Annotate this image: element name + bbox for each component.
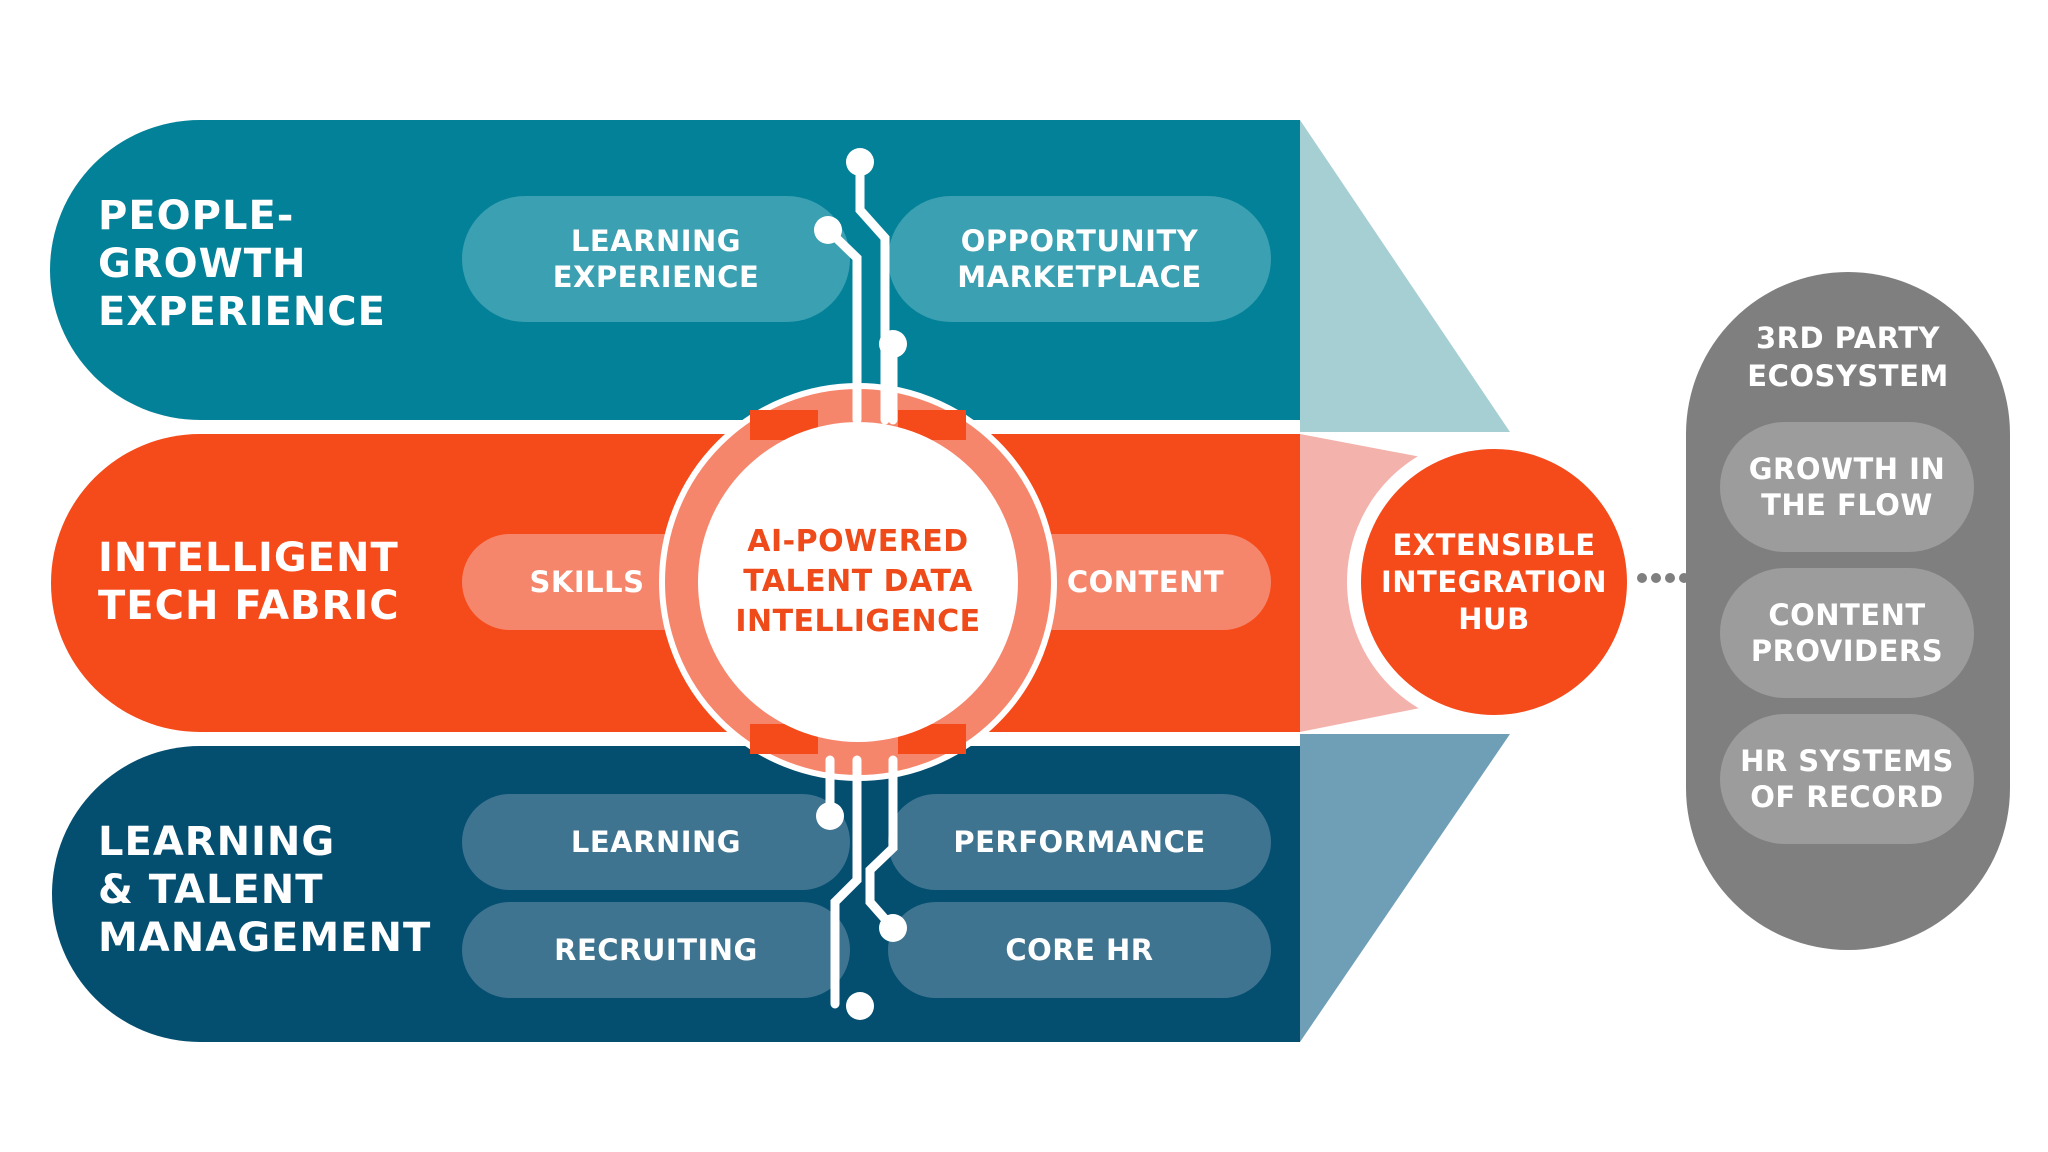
pill-line: THE FLOW (1761, 488, 1933, 522)
pill-line: LEARNING (570, 224, 742, 258)
band-title-learning-talent-management: LEARNING & TALENT MANAGEMENT (98, 818, 431, 962)
hub-extensible-integration: EXTENSIBLE INTEGRATION HUB (1364, 482, 1624, 682)
pill-learning: LEARNING (462, 794, 850, 890)
pill-line: HR SYSTEMS (1740, 744, 1954, 778)
pill-performance-shape (888, 794, 1271, 890)
pill-line: OPPORTUNITY (960, 224, 1199, 258)
title-line: EXPERIENCE (98, 289, 386, 335)
center-line: AI-POWERED (747, 524, 969, 559)
pill-opportunity-marketplace: OPPORTUNITY MARKETPLACE (888, 196, 1271, 322)
eco-pill-hr-shape (1720, 714, 1974, 844)
pill-core-hr-shape (888, 902, 1271, 998)
circuit-traces (823, 157, 898, 1013)
eco-pill-content-shape (1720, 568, 1974, 698)
band-title-people-growth-experience: PEOPLE- GROWTH EXPERIENCE (98, 192, 386, 336)
pill-line: EXPERIENCE (552, 260, 760, 294)
eco-pill-hr-systems-of-record: HR SYSTEMS OF RECORD (1720, 714, 1974, 844)
title-line: MANAGEMENT (98, 915, 432, 961)
pill-content: CONTENT (1020, 534, 1271, 630)
pill-line: MARKETPLACE (957, 260, 1202, 294)
eco-pill-growth-shape (1720, 422, 1974, 552)
eco-title-line: 3RD PARTY (1755, 321, 1941, 355)
title-line: & TALENT (98, 867, 324, 913)
pill-opportunity-marketplace-shape (888, 196, 1271, 322)
title-line: LEARNING (98, 819, 336, 865)
center-line: INTELLIGENCE (735, 604, 981, 639)
pill-line: CONTENT (1066, 565, 1225, 599)
title-line: GROWTH (98, 241, 307, 287)
pill-recruiting-shape (462, 902, 850, 998)
pill-recruiting: RECRUITING (462, 902, 850, 998)
pill-learning-experience: LEARNING EXPERIENCE (462, 196, 850, 322)
pill-line: LEARNING (570, 825, 742, 859)
title-line: PEOPLE- (98, 193, 295, 239)
funnel-top (1300, 120, 1510, 432)
hub-line: EXTENSIBLE (1392, 527, 1596, 562)
pill-line: CORE HR (1005, 933, 1154, 967)
pill-line: OF RECORD (1750, 780, 1944, 814)
center-line: TALENT DATA (743, 564, 973, 599)
circuit-nodes (814, 148, 907, 1020)
hub-circle (1347, 435, 1641, 729)
eco-pill-growth-in-the-flow: GROWTH IN THE FLOW (1720, 422, 1974, 552)
center-ai-talent-intelligence: AI-POWERED TALENT DATA INTELLIGENCE (698, 462, 1018, 702)
pill-line: SKILLS (529, 565, 645, 599)
pill-core-hr: CORE HR (888, 902, 1271, 998)
pill-line: PERFORMANCE (953, 825, 1206, 859)
pill-performance: PERFORMANCE (888, 794, 1271, 890)
hub-line: INTEGRATION (1381, 564, 1607, 599)
dotted-connector (1637, 573, 1689, 583)
pill-learning-experience-shape (462, 196, 850, 322)
pill-line: GROWTH IN (1748, 452, 1946, 486)
title-line: INTELLIGENT (98, 535, 399, 581)
pill-learning-shape (462, 794, 850, 890)
funnel-bottom (1300, 734, 1510, 1042)
ecosystem-title: 3RD PARTY ECOSYSTEM (1686, 312, 2010, 402)
eco-title-line: ECOSYSTEM (1747, 359, 1949, 393)
pill-skills: SKILLS (462, 534, 712, 630)
eco-pill-content-providers: CONTENT PROVIDERS (1720, 568, 1974, 698)
center-disc (698, 422, 1018, 742)
title-line: TECH FABRIC (98, 583, 400, 629)
pill-line: RECRUITING (554, 933, 758, 967)
pill-line: CONTENT (1768, 598, 1926, 632)
band-title-intelligent-tech-fabric: INTELLIGENT TECH FABRIC (98, 534, 400, 630)
pill-line: PROVIDERS (1750, 634, 1944, 668)
hub-line: HUB (1458, 601, 1530, 636)
